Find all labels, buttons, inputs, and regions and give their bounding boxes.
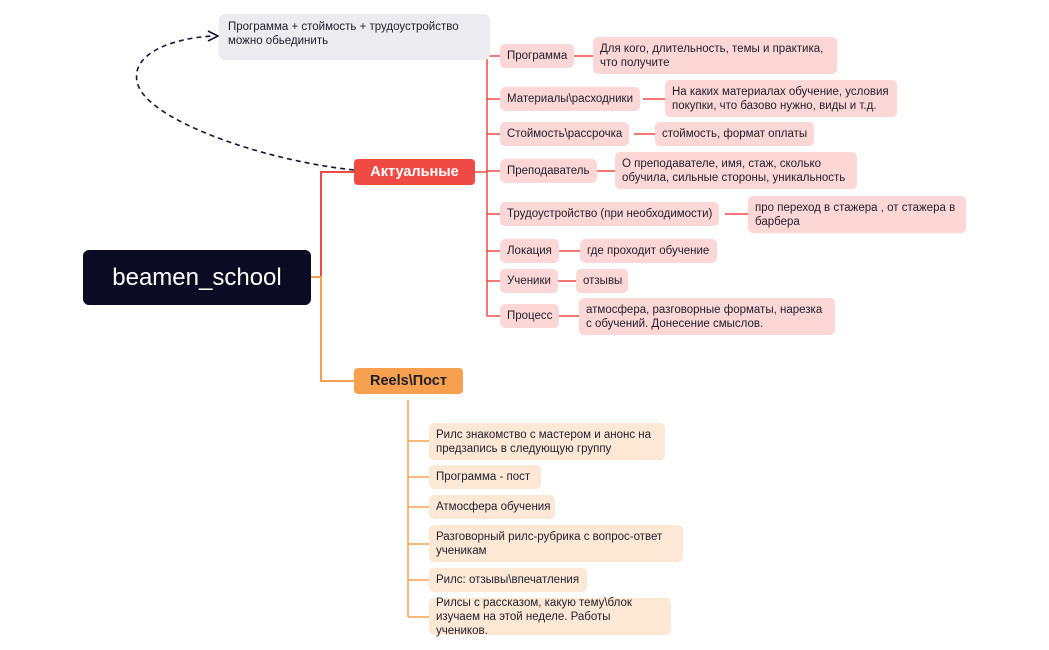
root-node[interactable]: beamen_school xyxy=(83,250,311,305)
reels-item-program-post[interactable]: Программа - пост xyxy=(429,465,541,489)
detail-text: На каких материалах обучение, условия по… xyxy=(672,85,889,112)
branch-actual[interactable]: Актуальные xyxy=(354,159,475,185)
detail-text: стоймость, формат оплаты xyxy=(662,128,808,140)
category-location[interactable]: Локация xyxy=(500,239,559,263)
category-teacher[interactable]: Преподаватель xyxy=(500,159,597,183)
root-label: beamen_school xyxy=(112,263,282,291)
reels-item-text: Атмосфера обучения xyxy=(436,501,551,513)
detail-cost[interactable]: стоймость, формат оплаты xyxy=(655,122,814,146)
category-label: Стоймость\рассрочка xyxy=(507,128,623,140)
category-employment[interactable]: Трудоустройство (при необходимости) xyxy=(500,202,720,226)
detail-teacher[interactable]: О преподавателе, имя, стаж, сколько обуч… xyxy=(615,152,857,189)
category-label: Материалы\расходники xyxy=(507,93,634,105)
reels-item-text: Программа - пост xyxy=(436,471,531,483)
reels-item-text: Разговорный рилс-рубрика с вопрос-ответ … xyxy=(436,530,663,557)
reels-item-text: Рилс знакомство с мастером и анонс на пр… xyxy=(436,428,652,455)
branch-reels-label: Reels\Пост xyxy=(370,373,447,389)
category-label: Ученики xyxy=(507,275,551,287)
detail-text: про переход в стажера , от стажера в бар… xyxy=(755,201,956,228)
detail-employment[interactable]: про переход в стажера , от стажера в бар… xyxy=(748,196,966,233)
detail-location[interactable]: где проходит обучение xyxy=(580,239,717,263)
detail-text: О преподавателе, имя, стаж, сколько обуч… xyxy=(622,157,846,184)
reels-item-atmosphere[interactable]: Атмосфера обучения xyxy=(429,495,555,519)
detail-text: Для кого, длительность, темы и практика,… xyxy=(600,42,824,69)
detail-program[interactable]: Для кого, длительность, темы и практика,… xyxy=(593,37,837,74)
category-process[interactable]: Процесс xyxy=(500,304,560,328)
category-students[interactable]: Ученики xyxy=(500,269,558,293)
note-node[interactable]: Программа + стоймость + трудоустройство … xyxy=(219,14,490,60)
detail-materials[interactable]: На каких материалах обучение, условия по… xyxy=(665,80,897,117)
reels-item-qa[interactable]: Разговорный рилс-рубрика с вопрос-ответ … xyxy=(429,525,683,562)
branch-actual-label: Актуальные xyxy=(370,164,459,180)
category-cost[interactable]: Стоймость\рассрочка xyxy=(500,122,630,146)
detail-text: отзывы xyxy=(583,275,623,287)
detail-process[interactable]: атмосфера, разговорные форматы, нарезка … xyxy=(579,298,835,335)
reels-item-text: Рилс: отзывы\впечатления xyxy=(436,574,580,586)
category-label: Трудоустройство (при необходимости) xyxy=(507,208,713,220)
category-program[interactable]: Программа xyxy=(500,44,575,68)
reels-item-weekly-topic[interactable]: Рилсы с рассказом, какую тему\блок изуча… xyxy=(429,596,671,637)
branch-reels[interactable]: Reels\Пост xyxy=(354,368,463,394)
category-label: Процесс xyxy=(507,310,553,322)
detail-students[interactable]: отзывы xyxy=(576,269,628,293)
category-label: Локация xyxy=(507,245,552,257)
reels-item-intro[interactable]: Рилс знакомство с мастером и анонс на пр… xyxy=(429,423,665,460)
reels-item-reviews[interactable]: Рилс: отзывы\впечатления xyxy=(429,568,587,592)
reels-item-text: Рилсы с рассказом, какую тему\блок изуча… xyxy=(436,596,632,637)
category-label: Программа xyxy=(507,50,568,62)
category-label: Преподаватель xyxy=(507,165,590,177)
detail-text: атмосфера, разговорные форматы, нарезка … xyxy=(586,303,823,330)
note-text: Программа + стоймость + трудоустройство … xyxy=(228,21,459,47)
category-materials[interactable]: Материалы\расходники xyxy=(500,87,641,111)
detail-text: где проходит обучение xyxy=(587,245,710,257)
